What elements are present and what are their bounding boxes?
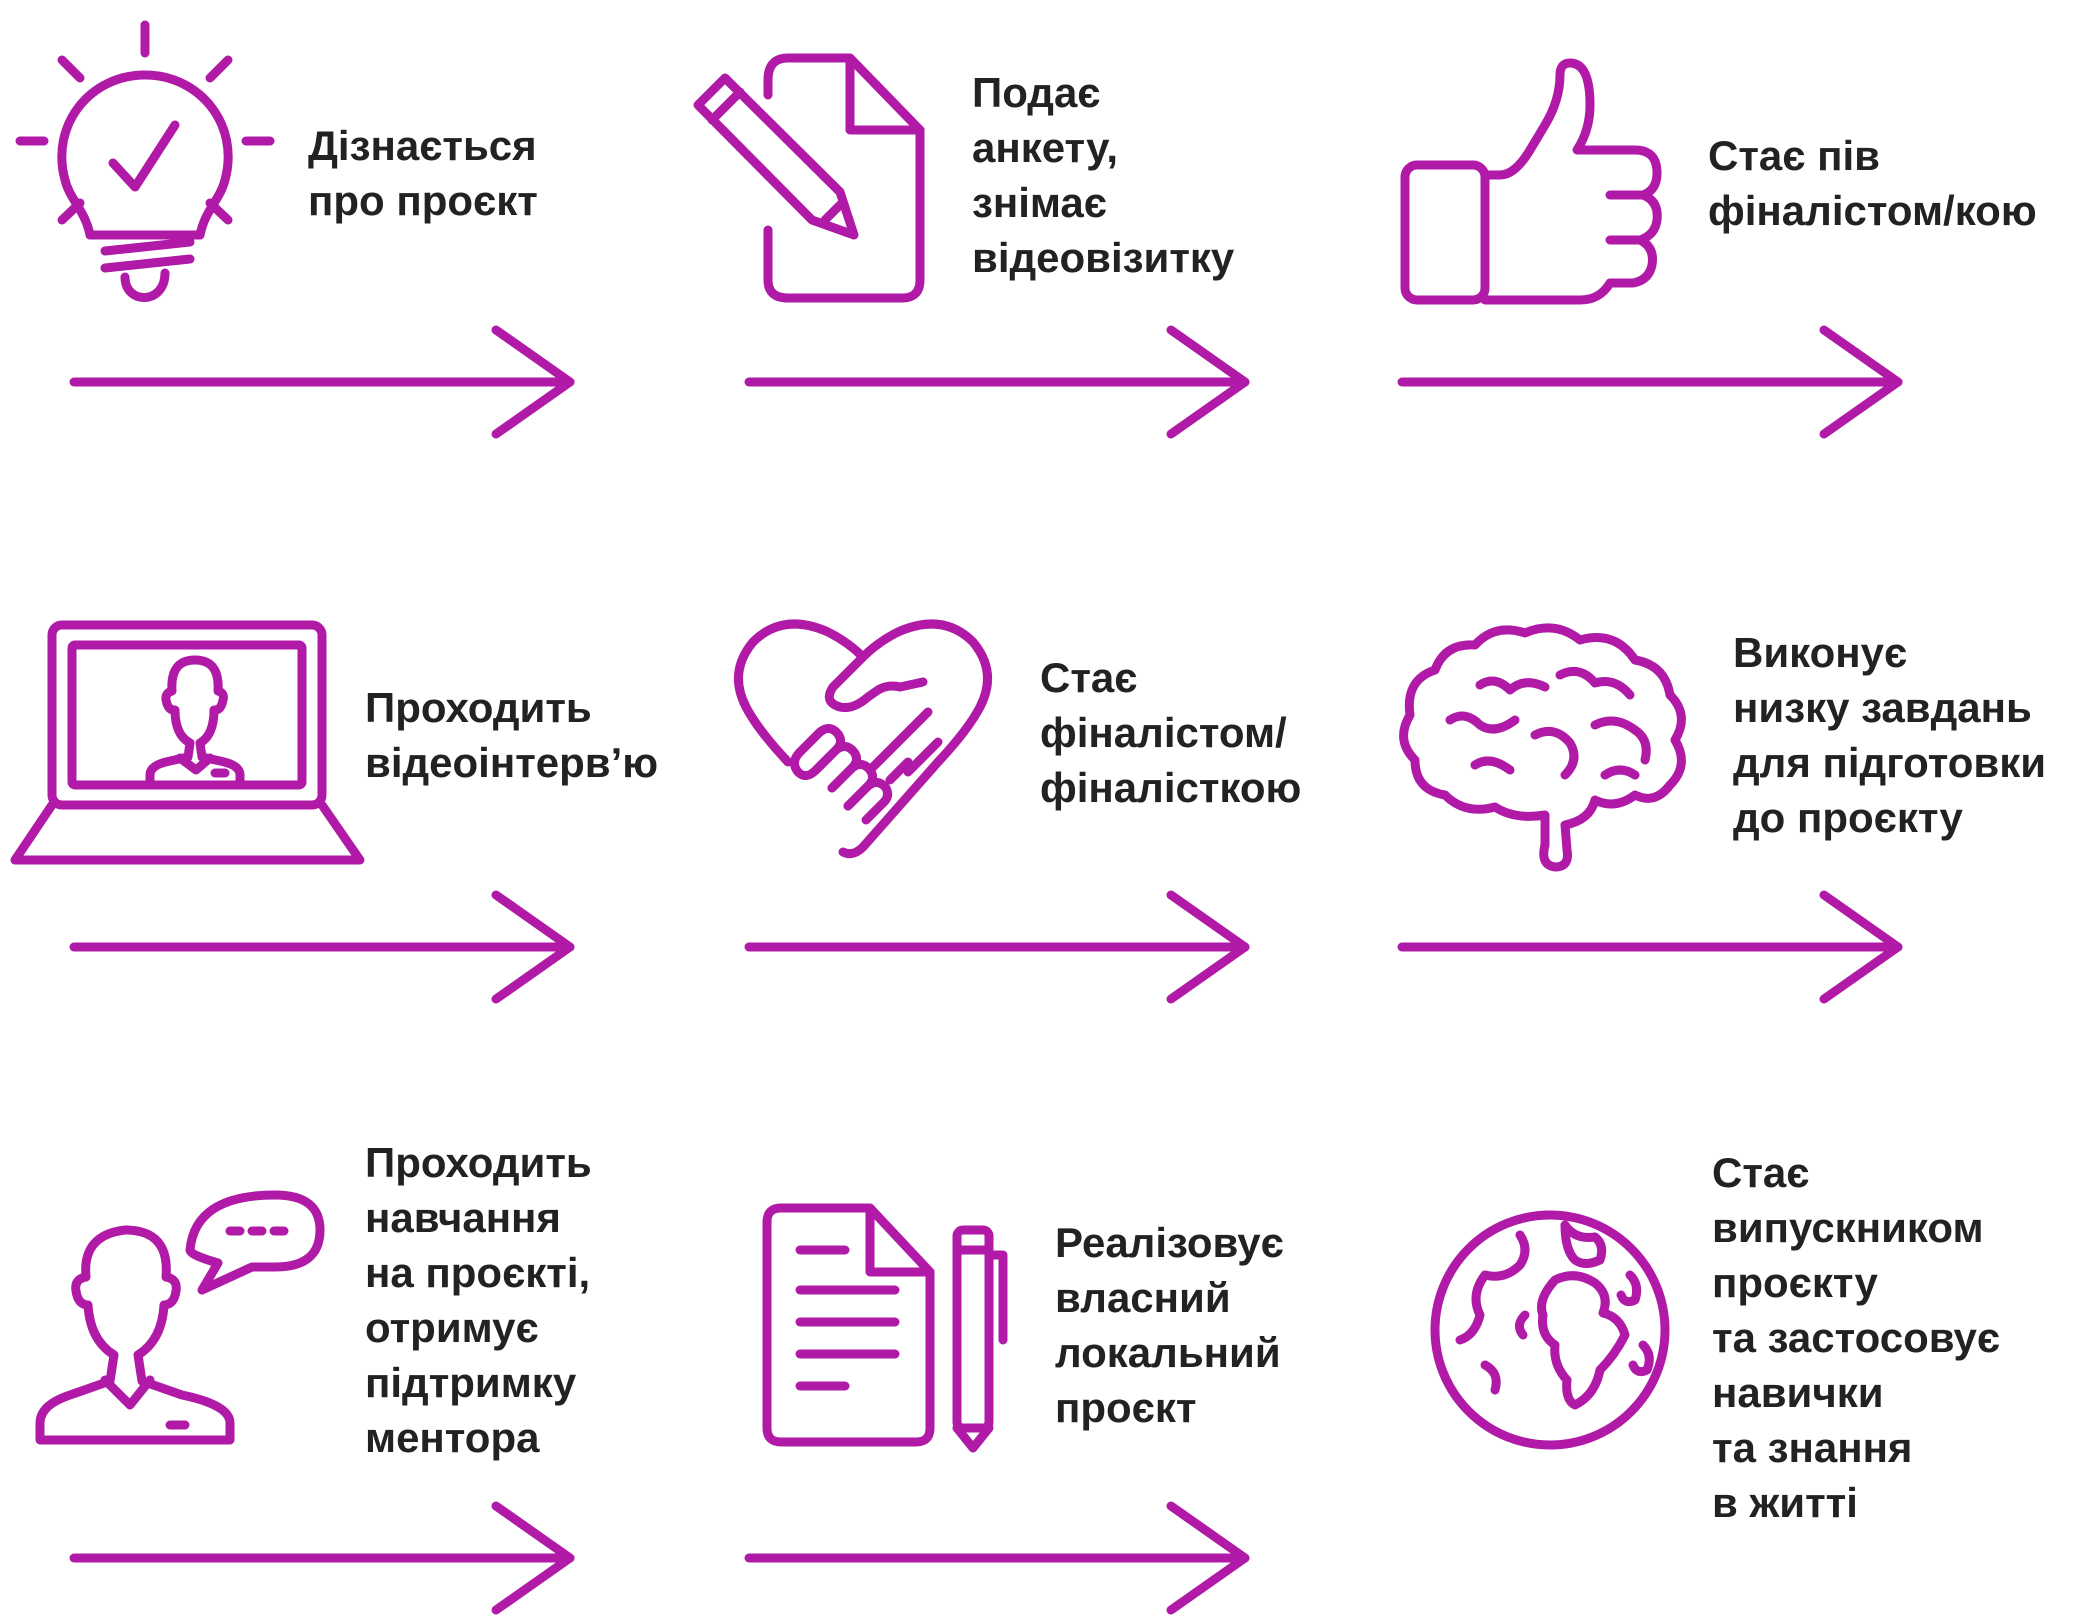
arrow-right-icon: [1397, 890, 1903, 1004]
thumbs-up-icon: [1400, 58, 1662, 305]
arrow-right-icon: [744, 325, 1250, 439]
globe-icon: [1430, 1210, 1670, 1450]
document-pencil-icon: [693, 53, 925, 303]
laptop-video-call-icon: [10, 620, 365, 865]
arrow-right-icon: [69, 890, 575, 1004]
lightbulb-check-icon: [15, 20, 275, 302]
arrow-right-icon: [69, 1501, 575, 1615]
arrow-right-icon: [69, 325, 575, 439]
person-speech-bubble-icon: [35, 1190, 325, 1445]
document-pen-icon: [762, 1203, 1008, 1453]
brain-icon: [1399, 623, 1686, 872]
arrow-right-icon: [744, 890, 1250, 1004]
arrow-right-icon: [744, 1501, 1250, 1615]
arrow-right-icon: [1397, 325, 1903, 439]
handshake-heart-icon: [733, 619, 993, 859]
